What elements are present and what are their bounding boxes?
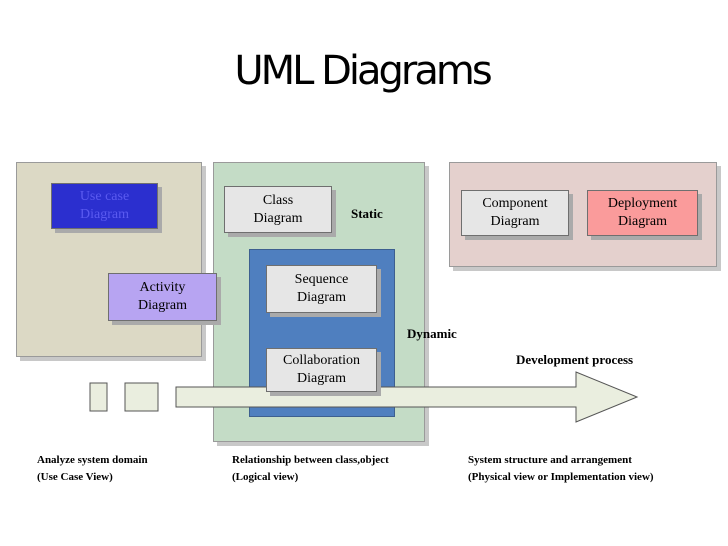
component-diagram-box[interactable]: Component Diagram — [461, 190, 569, 236]
physical-view-caption: System structure and arrangement (Physic… — [468, 454, 654, 483]
arrow-small-block-2 — [124, 382, 159, 412]
sequence-diagram-box[interactable]: Sequence Diagram — [266, 265, 377, 313]
arrow-body — [175, 371, 639, 423]
page-title: UML Diagrams — [234, 48, 492, 94]
use-case-view-caption: Analyze system domain (Use Case View) — [37, 454, 148, 483]
development-process-label: Development process — [516, 352, 634, 367]
deployment-diagram-box[interactable]: Deployment Diagram — [587, 190, 698, 236]
development-process-arrow — [89, 371, 639, 423]
collaboration-diagram-box[interactable]: Collaboration Diagram — [266, 348, 377, 392]
class-diagram-box[interactable]: Class Diagram — [224, 186, 332, 233]
arrow-small-block-1 — [89, 382, 108, 412]
use-case-diagram-box[interactable]: Use case Diagram — [51, 183, 158, 229]
dynamic-label: Dynamic — [407, 326, 457, 341]
activity-diagram-box[interactable]: Activity Diagram — [108, 273, 217, 321]
logical-view-caption: Relationship between class,object (Logic… — [232, 454, 389, 483]
static-label: Static — [351, 206, 383, 221]
